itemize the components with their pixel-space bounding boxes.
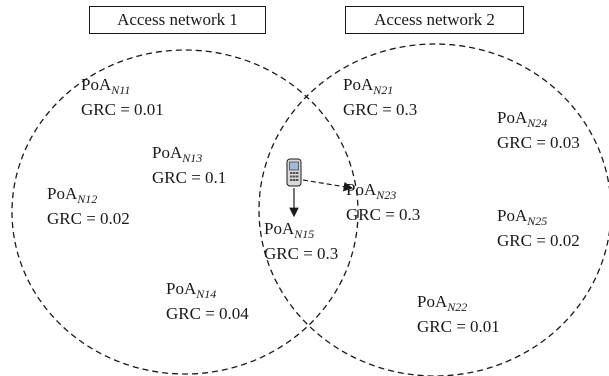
poa-n22-grc: GRC = 0.01 bbox=[417, 317, 500, 336]
poa-n14: PoAN14 GRC = 0.04 bbox=[166, 279, 249, 323]
poa-n24: PoAN24 GRC = 0.03 bbox=[497, 108, 580, 152]
poa-n12: PoAN12 GRC = 0.02 bbox=[47, 184, 130, 228]
poa-n12-grc: GRC = 0.02 bbox=[47, 209, 130, 228]
poa-n22-name: PoAN22 bbox=[417, 292, 468, 314]
poa-n25-grc: GRC = 0.02 bbox=[497, 231, 580, 250]
access-network-1-label: Access network 1 bbox=[89, 6, 266, 34]
poa-n24-name: PoAN24 bbox=[497, 108, 548, 130]
poa-n22: PoAN22 GRC = 0.01 bbox=[417, 292, 500, 336]
poa-n11-grc: GRC = 0.01 bbox=[81, 100, 164, 119]
poa-n14-grc: GRC = 0.04 bbox=[166, 304, 249, 323]
poa-n13-grc: GRC = 0.1 bbox=[152, 168, 227, 187]
handover-arrow-to-n23 bbox=[302, 179, 354, 192]
poa-n15-name: PoAN15 bbox=[264, 219, 315, 241]
poa-n11-name: PoAN11 bbox=[81, 75, 131, 97]
access-network-1-coverage bbox=[11, 49, 359, 375]
poa-n15-grc: GRC = 0.3 bbox=[264, 244, 339, 263]
poa-n14-name: PoAN14 bbox=[166, 279, 217, 301]
poa-n25: PoAN25 GRC = 0.02 bbox=[497, 206, 580, 250]
poa-n15: PoAN15 GRC = 0.3 bbox=[264, 219, 338, 263]
poa-n13-name: PoAN13 bbox=[152, 143, 203, 165]
poa-n24-grc: GRC = 0.03 bbox=[497, 133, 580, 152]
poa-n21-name: PoAN21 bbox=[343, 75, 394, 97]
poa-n23-name: PoAN23 bbox=[346, 180, 397, 202]
access-network-2-coverage bbox=[258, 43, 609, 376]
poa-n21-grc: GRC = 0.3 bbox=[343, 100, 418, 119]
poa-n23-grc: GRC = 0.3 bbox=[346, 205, 421, 224]
access-network-2-label: Access network 2 bbox=[345, 6, 524, 34]
poa-n25-name: PoAN25 bbox=[497, 206, 548, 228]
poa-n23: PoAN23 GRC = 0.3 bbox=[346, 180, 420, 224]
poa-n13: PoAN13 GRC = 0.1 bbox=[152, 143, 226, 187]
poa-n11: PoAN11 GRC = 0.01 bbox=[81, 75, 164, 119]
mobile-phone-icon bbox=[286, 158, 302, 187]
poa-n21: PoAN21 GRC = 0.3 bbox=[343, 75, 417, 119]
poa-n12-name: PoAN12 bbox=[47, 184, 98, 206]
